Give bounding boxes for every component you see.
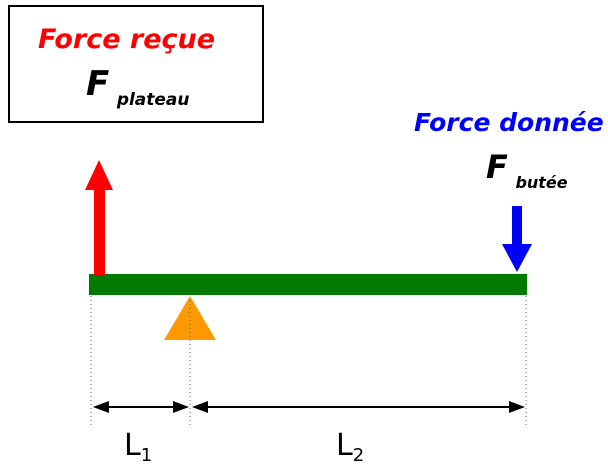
label-l1-letter: L [124,428,141,463]
given-force-letter: F [486,148,508,186]
received-force-title: Force reçue [38,24,216,55]
lever-beam [89,274,527,295]
reference-lines [90,296,527,425]
label-l1-index: 1 [140,445,153,466]
given-force-symbol: F butée [486,148,568,192]
given-force-arrow [502,206,532,272]
label-l2: L2 [336,428,365,466]
given-force-title: Force donnée [414,108,604,137]
pivot-triangle [164,296,216,340]
received-force-subscript: plateau [116,90,190,110]
received-force-symbol: F plateau [86,64,190,110]
received-force-letter: F [86,64,110,104]
received-force-arrow [85,160,113,275]
dimension-l2 [192,401,525,413]
given-force-subscript: butée [515,173,568,192]
dimension-l1 [93,401,189,413]
label-l2-letter: L [336,428,353,463]
received-force-box [8,5,264,123]
label-l1: L1 [124,428,153,466]
label-l2-index: 2 [352,445,365,466]
